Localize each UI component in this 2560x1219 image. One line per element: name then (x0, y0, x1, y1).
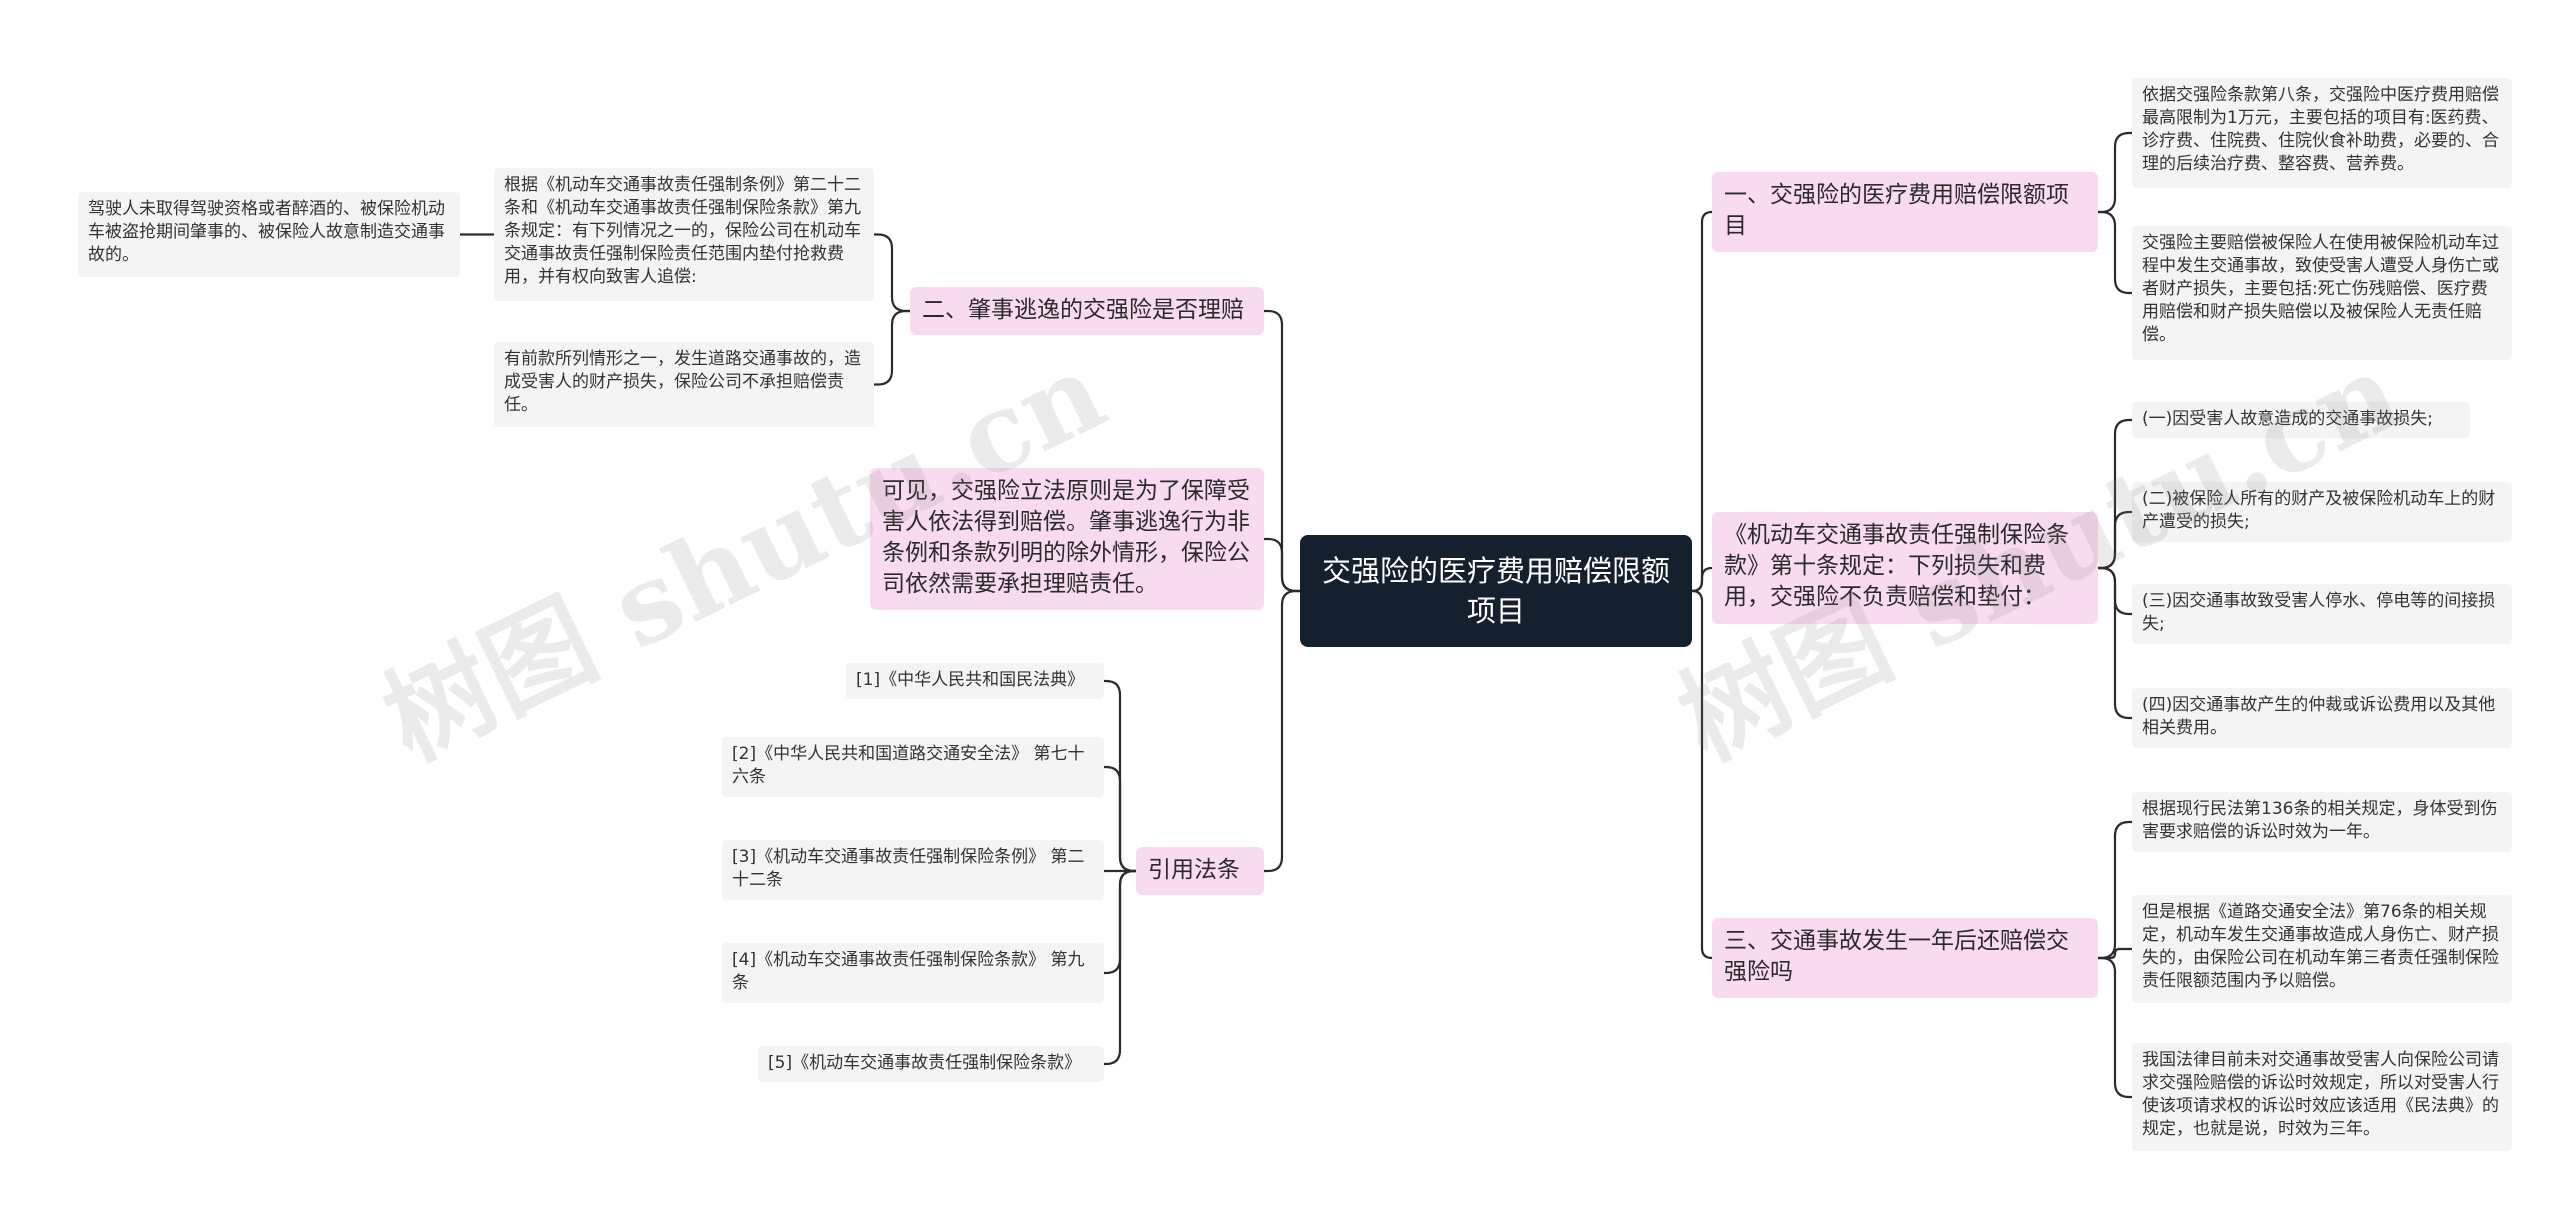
connector-line (2098, 210, 2132, 295)
leaf-text: [4]《机动车交通事故责任强制保险条款》 第九条 (732, 950, 1085, 993)
leaf-exclusion-3[interactable]: (三)因交通事故致受害人停水、停电等的间接损失; (2132, 584, 2512, 644)
branch-one-year-claim[interactable]: 三、交通事故发生一年后还赔偿交强险吗 (1712, 918, 2098, 998)
branch-label: 引用法条 (1148, 857, 1240, 883)
leaf-property-loss[interactable]: 有前款所列情形之一，发生道路交通事故的，造成受害人的财产损失，保险公司不承担赔偿… (494, 342, 874, 427)
branch-label: 《机动车交通事故责任强制保险条款》第十条规定：下列损失和费用，交强险不负责赔偿和… (1724, 522, 2069, 610)
leaf-civil-law-136[interactable]: 根据现行民法第136条的相关规定，身体受到伤害要求赔偿的诉讼时效为一年。 (2132, 792, 2512, 852)
leaf-text: 有前款所列情形之一，发生道路交通事故的，造成受害人的财产损失，保险公司不承担赔偿… (504, 349, 861, 415)
leaf-text: (三)因交通事故致受害人停水、停电等的间接损失; (2142, 591, 2496, 634)
leaf-text: [1]《中华人民共和国民法典》 (856, 670, 1085, 690)
connector-line (2098, 510, 2132, 570)
branch-cited-laws[interactable]: 引用法条 (1136, 847, 1264, 895)
branch-article-ten[interactable]: 《机动车交通事故责任强制保险条款》第十条规定：下列损失和费用，交强险不负责赔偿和… (1712, 512, 2098, 624)
connector-line (874, 233, 910, 313)
leaf-text: 依据交强险条款第八条，交强险中医疗费用赔偿最高限制为1万元，主要包括的项目有:医… (2142, 85, 2499, 174)
leaf-text: 我国法律目前未对交通事故受害人向保险公司请求交强险赔偿的诉讼时效规定，所以对受害… (2142, 1050, 2499, 1139)
leaf-citation-3[interactable]: [3]《机动车交通事故责任强制保险条例》 第二十二条 (722, 840, 1104, 900)
leaf-situations[interactable]: 驾驶人未取得驾驶资格或者醉酒的、被保险机动车被盗抢期间肇事的、被保险人故意制造交… (78, 192, 460, 277)
connector-line (2098, 956, 2132, 1099)
root-node[interactable]: 交强险的医疗费用赔偿限额项目 (1300, 535, 1692, 647)
branch-label: 二、肇事逃逸的交强险是否理赔 (922, 297, 1244, 323)
connector-line (1264, 589, 1300, 873)
leaf-exclusion-2[interactable]: (二)被保险人所有的财产及被保险机动车上的财产遭受的损失; (2132, 482, 2512, 542)
leaf-three-year-limit[interactable]: 我国法律目前未对交通事故受害人向保险公司请求交强险赔偿的诉讼时效规定，所以对受害… (2132, 1043, 2512, 1151)
connector-line (1691, 589, 1713, 960)
leaf-citation-2[interactable]: [2]《中华人民共和国道路交通安全法》 第七十六条 (722, 737, 1104, 797)
leaf-text: (二)被保险人所有的财产及被保险机动车上的财产遭受的损失; (2142, 489, 2496, 532)
leaf-text: 根据现行民法第136条的相关规定，身体受到伤害要求赔偿的诉讼时效为一年。 (2142, 799, 2498, 842)
connector-line (2098, 947, 2132, 960)
root-label: 交强险的医疗费用赔偿限额项目 (1321, 554, 1670, 628)
connector-line (2098, 820, 2132, 960)
leaf-text: 根据《机动车交通事故责任强制条例》第二十二条和《机动车交通事故责任强制保险条款》… (504, 175, 861, 287)
connector-line (1691, 210, 1713, 593)
leaf-citation-1[interactable]: [1]《中华人民共和国民法典》 (846, 663, 1104, 699)
connector-line (1104, 869, 1136, 1066)
branch-label: 一、交强险的医疗费用赔偿限额项目 (1724, 182, 2069, 239)
leaf-text: 交强险主要赔偿被保险人在使用被保险机动车过程中发生交通事故，致使受害人遭受人身伤… (2142, 233, 2499, 345)
branch-conclusion[interactable]: 可见，交强险立法原则是为了保障受害人依法得到赔偿。肇事逃逸行为非条例和条款列明的… (870, 468, 1264, 610)
branch-medical-limit[interactable]: 一、交强险的医疗费用赔偿限额项目 (1712, 172, 2098, 252)
leaf-text: 但是根据《道路交通安全法》第76条的相关规定，机动车发生交通事故造成人身伤亡、财… (2142, 902, 2499, 991)
leaf-text: (四)因交通事故产生的仲裁或诉讼费用以及其他相关费用。 (2142, 695, 2496, 738)
branch-label: 三、交通事故发生一年后还赔偿交强险吗 (1724, 928, 2069, 985)
leaf-text: [2]《中华人民共和国道路交通安全法》 第七十六条 (732, 744, 1085, 787)
connector-line (2098, 131, 2132, 214)
leaf-exclusion-4[interactable]: (四)因交通事故产生的仲裁或诉讼费用以及其他相关费用。 (2132, 688, 2512, 748)
leaf-text: (一)因受害人故意造成的交通事故损失; (2142, 409, 2433, 429)
leaf-text: [5]《机动车交通事故责任强制保险条款》 (768, 1053, 1082, 1073)
leaf-citation-5[interactable]: [5]《机动车交通事故责任强制保险条款》 (758, 1046, 1104, 1082)
connector-line (1264, 537, 1300, 593)
leaf-exclusion-1[interactable]: (一)因受害人故意造成的交通事故损失; (2132, 402, 2470, 438)
leaf-coverage-scope[interactable]: 交强险主要赔偿被保险人在使用被保险机动车过程中发生交通事故，致使受害人遭受人身伤… (2132, 226, 2512, 360)
leaf-citation-4[interactable]: [4]《机动车交通事故责任强制保险条款》 第九条 (722, 943, 1104, 1003)
leaf-regulation-article[interactable]: 根据《机动车交通事故责任强制条例》第二十二条和《机动车交通事故责任强制保险条款》… (494, 168, 874, 301)
connector-line (874, 309, 910, 386)
branch-label: 可见，交强险立法原则是为了保障受害人依法得到赔偿。肇事逃逸行为非条例和条款列明的… (882, 478, 1250, 597)
leaf-traffic-law-76[interactable]: 但是根据《道路交通安全法》第76条的相关规定，机动车发生交通事故造成人身伤亡、财… (2132, 895, 2512, 1003)
connector-line (1104, 765, 1136, 873)
branch-hit-and-run[interactable]: 二、肇事逃逸的交强险是否理赔 (910, 287, 1264, 335)
leaf-article-eight[interactable]: 依据交强险条款第八条，交强险中医疗费用赔偿最高限制为1万元，主要包括的项目有:医… (2132, 78, 2512, 188)
connector-line (2098, 566, 2132, 720)
leaf-text: [3]《机动车交通事故责任强制保险条例》 第二十二条 (732, 847, 1085, 890)
connector-line (1691, 566, 1713, 593)
leaf-text: 驾驶人未取得驾驶资格或者醉酒的、被保险机动车被盗抢期间肇事的、被保险人故意制造交… (88, 199, 445, 265)
